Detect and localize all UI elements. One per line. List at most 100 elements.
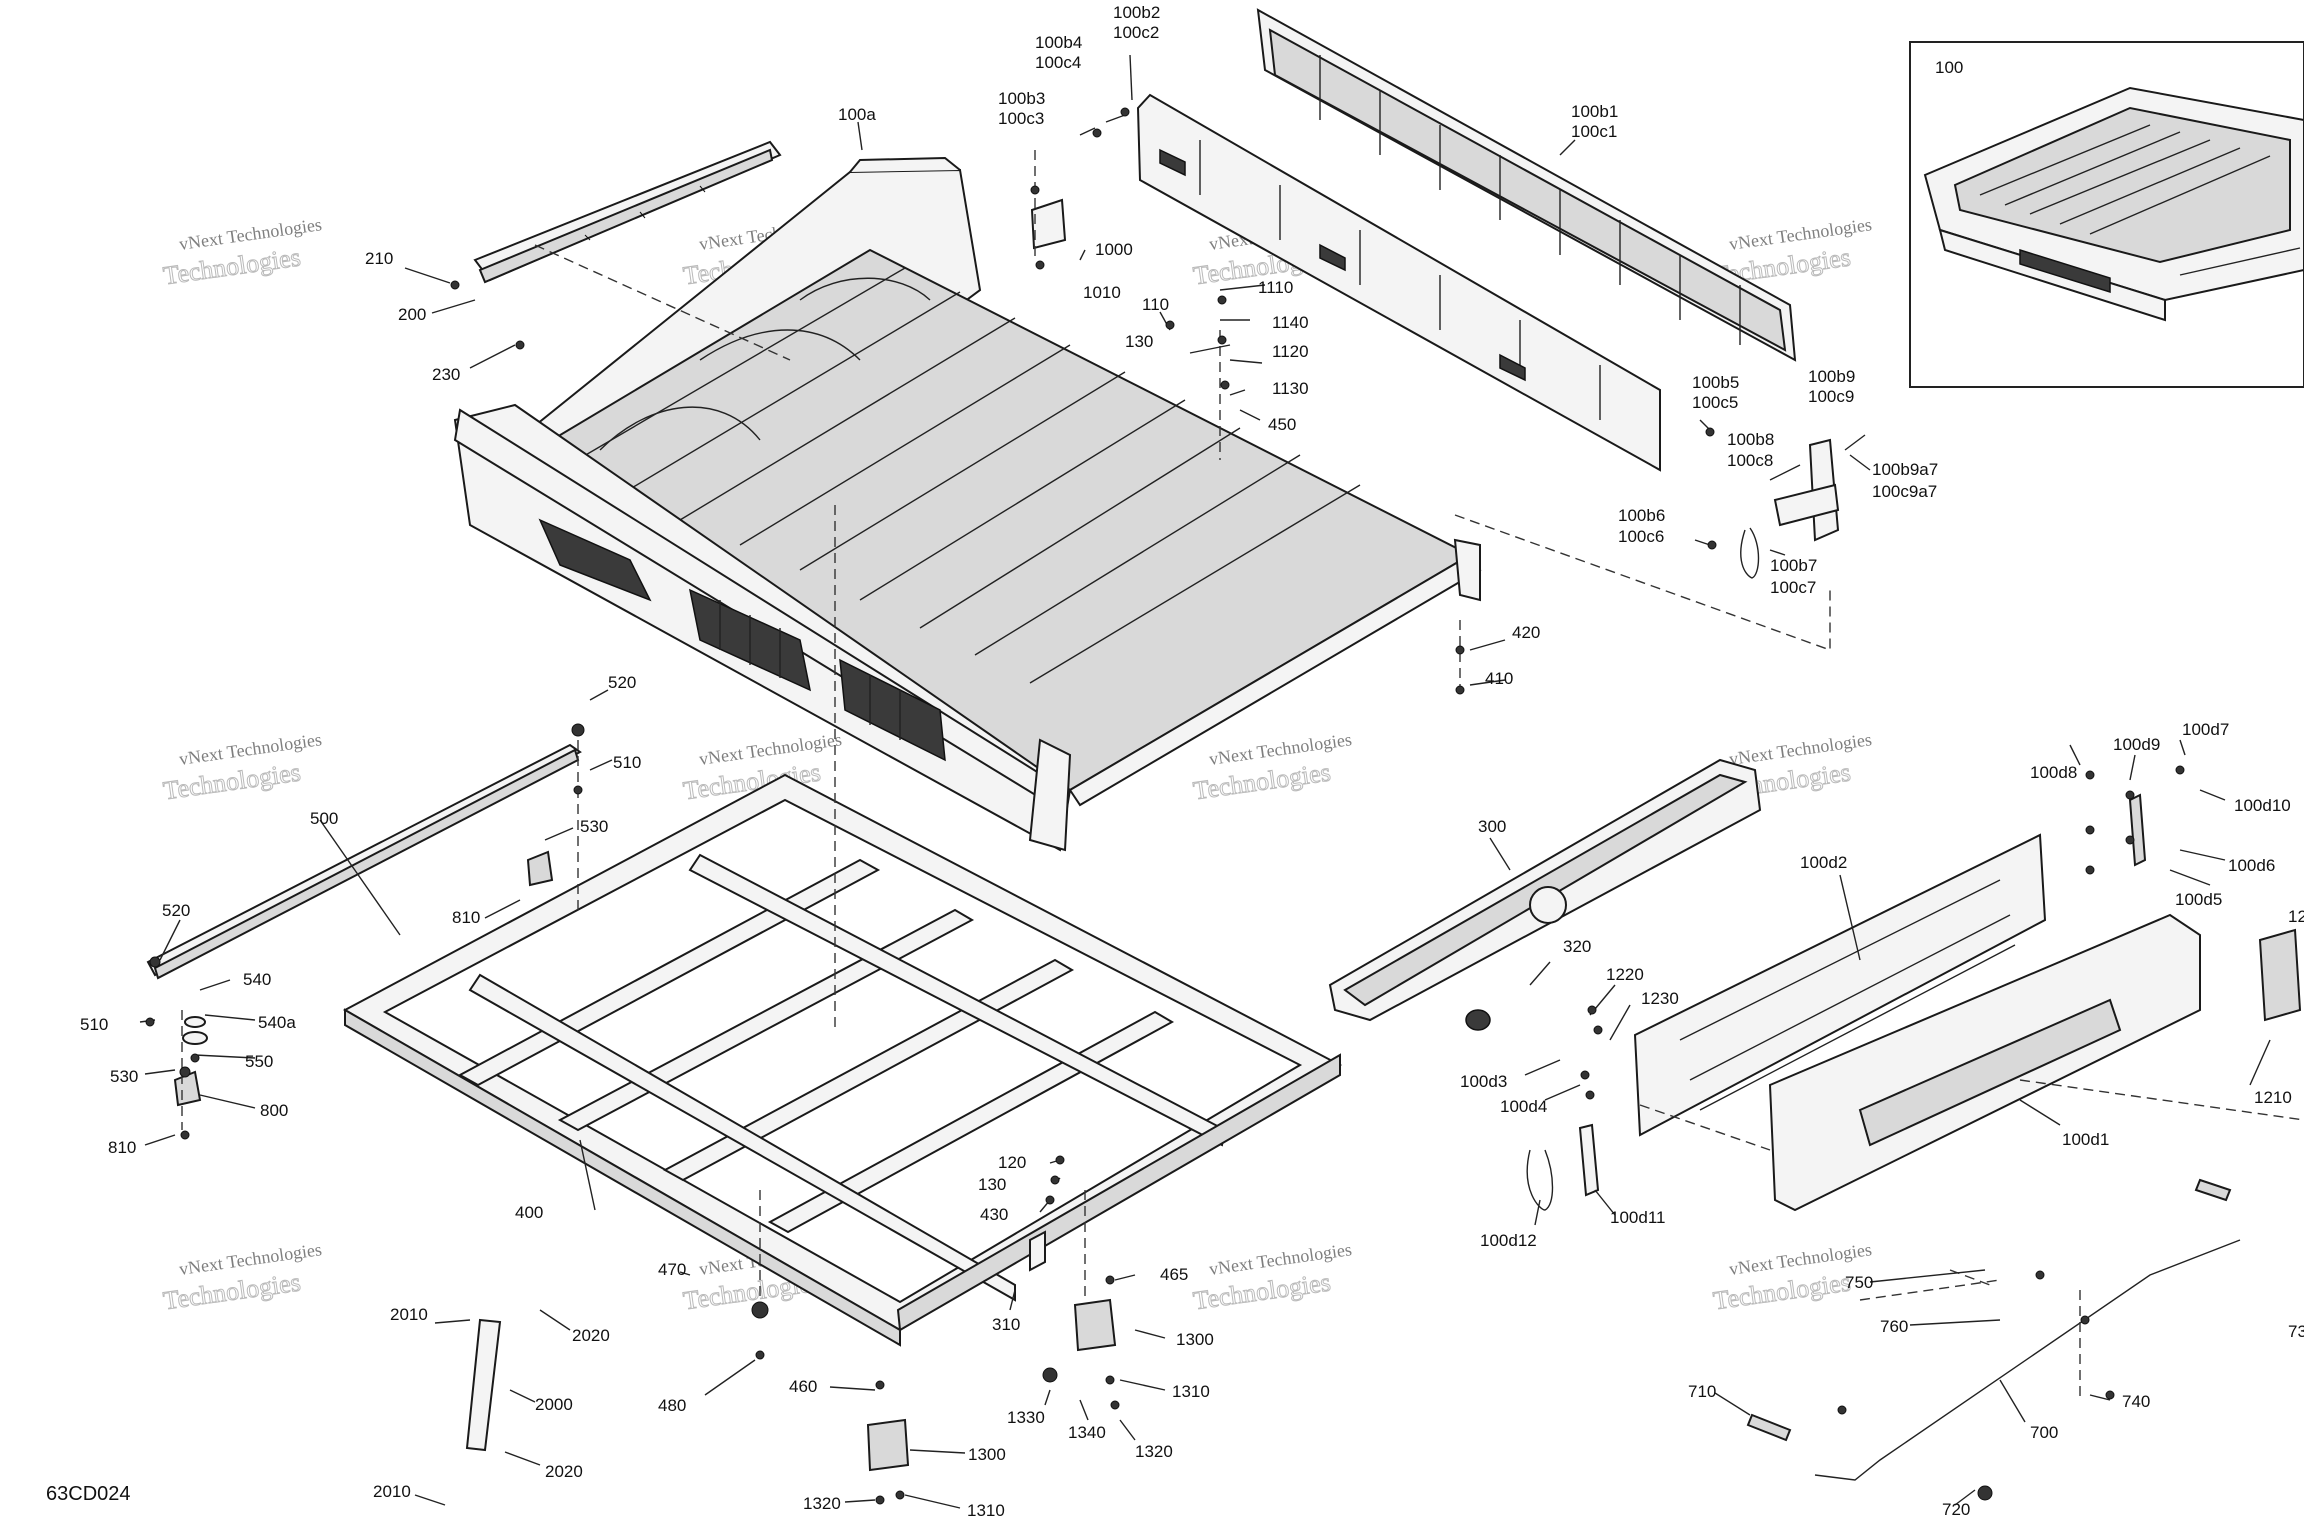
callout-460: 460 xyxy=(789,1377,817,1396)
callout-530-top: 530 xyxy=(580,817,608,836)
rear-bulkhead-100b1 xyxy=(1256,8,1797,362)
callout-100b4: 100b4 xyxy=(1035,33,1082,52)
callout-73: 73 xyxy=(2288,1322,2304,1341)
slide-rail-500 xyxy=(146,743,582,980)
callout-760: 760 xyxy=(1880,1317,1908,1336)
callout-100b2: 100b2 xyxy=(1113,3,1160,22)
callout-100b7: 100b7 xyxy=(1770,556,1817,575)
callout-740: 740 xyxy=(2122,1392,2150,1411)
callout-1110: 1110 xyxy=(1258,278,1293,297)
tailgate-top-300 xyxy=(1328,758,1762,1031)
callout-100a: 100a xyxy=(838,105,876,124)
latch-bracket-800 xyxy=(173,850,554,1107)
callout-450: 450 xyxy=(1268,415,1296,434)
callout-810-bottom: 810 xyxy=(108,1138,136,1157)
callout-470: 470 xyxy=(658,1260,686,1279)
callout-1210: 1210 xyxy=(2254,1088,2292,1107)
callout-100c3: 100c3 xyxy=(998,109,1044,128)
callout-100c5: 100c5 xyxy=(1692,393,1738,412)
callout-1120: 1120 xyxy=(1272,342,1309,361)
inset-label: 100 xyxy=(1935,58,1963,77)
callout-120: 120 xyxy=(998,1153,1026,1172)
callout-100c9: 100c9 xyxy=(1808,387,1854,406)
callout-100d9: 100d9 xyxy=(2113,735,2160,754)
callout-100d4: 100d4 xyxy=(1500,1097,1547,1116)
callout-100d10: 100d10 xyxy=(2234,796,2291,815)
callout-200: 200 xyxy=(398,305,426,324)
callout-2010-bottom: 2010 xyxy=(373,1482,411,1501)
callout-1300-bottom: 1300 xyxy=(968,1445,1006,1464)
callout-100b8: 100b8 xyxy=(1727,430,1774,449)
callout-130-frame: 130 xyxy=(978,1175,1006,1194)
callout-1340: 1340 xyxy=(1068,1423,1106,1442)
mount-bracket-1300 xyxy=(866,1298,1117,1472)
callout-1320-right: 1320 xyxy=(1135,1442,1173,1461)
callout-530-bottom: 530 xyxy=(110,1067,138,1086)
callout-100d3: 100d3 xyxy=(1460,1072,1507,1091)
callout-810-top: 810 xyxy=(452,908,480,927)
release-rod-700 xyxy=(1746,1178,2241,1481)
side-rail-200 xyxy=(473,140,782,284)
callout-540: 540 xyxy=(243,970,271,989)
callout-100d1: 100d1 xyxy=(2062,1130,2109,1149)
watermark: vNext Technologies Technologies xyxy=(1191,1239,1353,1316)
callout-800: 800 xyxy=(260,1101,288,1120)
callout-12: 12 xyxy=(2288,907,2304,926)
callout-1230: 1230 xyxy=(1641,989,1679,1008)
callout-750: 750 xyxy=(1845,1273,1873,1292)
callout-100c8: 100c8 xyxy=(1727,451,1773,470)
watermark-line1: vNext Technologies xyxy=(1728,729,1873,769)
callout-100c6: 100c6 xyxy=(1618,527,1664,546)
fasteners xyxy=(145,107,2185,1505)
watermark: vNext Technologies Technologies xyxy=(161,1239,323,1316)
bracket-100b9 xyxy=(1773,438,1840,542)
callout-480: 480 xyxy=(658,1396,686,1415)
callout-1010: 1010 xyxy=(1083,283,1121,302)
watermark: vNext Technologies Technologies xyxy=(161,729,323,806)
cargo-box-100a xyxy=(453,156,1482,852)
callout-100d7: 100d7 xyxy=(2182,720,2229,739)
callout-700: 700 xyxy=(2030,1423,2058,1442)
watermark: vNext Technologies Technologies xyxy=(161,214,323,291)
callout-1300-right: 1300 xyxy=(1176,1330,1214,1349)
callout-100b3: 100b3 xyxy=(998,89,1045,108)
callout-430: 430 xyxy=(980,1205,1008,1224)
inset-frame xyxy=(1909,41,2304,388)
callout-320: 320 xyxy=(1563,937,1591,956)
callout-510-bottom: 510 xyxy=(80,1015,108,1034)
callout-1330: 1330 xyxy=(1007,1408,1045,1427)
callout-100c9a7: 100c9a7 xyxy=(1872,482,1937,501)
callout-1310-right: 1310 xyxy=(1172,1382,1210,1401)
complete-cargo-box xyxy=(1923,86,2304,322)
plate-1000 xyxy=(1030,198,1067,250)
callout-520-top: 520 xyxy=(608,673,636,692)
callout-420: 420 xyxy=(1512,623,1540,642)
front-panel-100b2 xyxy=(1136,93,1661,472)
callout-100d8: 100d8 xyxy=(2030,763,2077,782)
gas-strut-2000 xyxy=(465,1318,502,1452)
tailgate-outer-100d1 xyxy=(1768,913,2201,1212)
callout-100b9a7: 100b9a7 xyxy=(1872,460,1938,479)
callout-100b1: 100b1 xyxy=(1571,102,1618,121)
callout-1000: 1000 xyxy=(1095,240,1133,259)
callout-2020-bottom: 2020 xyxy=(545,1462,583,1481)
assembly-inset: 100 xyxy=(1909,41,2304,388)
hinge-bracket-100d5 xyxy=(2128,793,2147,867)
latch-handle-100d11 xyxy=(1526,1123,1600,1211)
callout-2000: 2000 xyxy=(535,1395,573,1414)
callout-100b5: 100b5 xyxy=(1692,373,1739,392)
callout-1140: 1140 xyxy=(1272,313,1309,332)
callout-100d12: 100d12 xyxy=(1480,1231,1537,1250)
callout-100c2: 100c2 xyxy=(1113,23,1159,42)
leader-lines xyxy=(139,54,2271,1509)
callout-400: 400 xyxy=(515,1203,543,1222)
callout-2020-top: 2020 xyxy=(572,1326,610,1345)
callout-310: 310 xyxy=(992,1315,1020,1334)
callout-100c4: 100c4 xyxy=(1035,53,1081,72)
callout-1310-bottom: 1310 xyxy=(967,1501,1005,1520)
callout-100b6: 100b6 xyxy=(1618,506,1665,525)
callout-520-bottom: 520 xyxy=(162,901,190,920)
callout-labels: 100b4 100c4 100b2 100c2 100b3 100c3 100a… xyxy=(80,3,2304,1520)
